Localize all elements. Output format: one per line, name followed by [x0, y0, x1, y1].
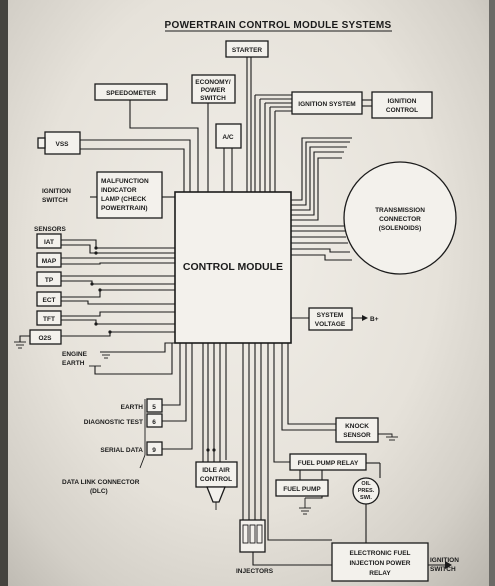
- knock-label-2: SENSOR: [343, 432, 371, 439]
- starter-box: [225, 40, 269, 58]
- vss-plug: [37, 137, 46, 149]
- knock-sensor-box: [335, 417, 379, 443]
- dlc-pin-9-box: [146, 441, 163, 456]
- idle-label-2: CONTROL: [200, 476, 232, 483]
- ignition-switch-b-label-2: SWITCH: [430, 566, 456, 573]
- dlc-name-1: DATA LINK CONNECTOR: [62, 479, 140, 486]
- photo-edge-left: [0, 0, 8, 586]
- dlc-pin-5: 5: [152, 404, 156, 411]
- earth-symbols: [14, 341, 398, 515]
- engine-earth-label-2: EARTH: [62, 360, 85, 367]
- oil-label-1: OIL: [361, 481, 371, 487]
- dlc-pin-9: 9: [152, 447, 156, 454]
- ignition-switch-label-1: IGNITION: [42, 188, 71, 195]
- dlc-diagnostic-label: DIAGNOSTIC TEST: [84, 419, 143, 426]
- sensors-heading: SENSORS: [34, 226, 66, 233]
- transmission-connector-circle: [343, 161, 457, 275]
- system-voltage-label-2: VOLTAGE: [315, 321, 346, 328]
- transmission-label-2: CONNECTOR: [379, 216, 421, 223]
- ignition-switch-b-label-1: IGNITION: [430, 557, 459, 564]
- sensor-map-label: MAP: [42, 258, 57, 265]
- mil-label-2: INDICATOR: [101, 187, 137, 194]
- oil-pressure-switch-circle: [352, 477, 380, 505]
- control-module-box: [174, 191, 292, 344]
- ignition-control-label-2: CONTROL: [386, 107, 418, 114]
- sensor-ect-label: ECT: [43, 297, 56, 304]
- control-module-label: CONTROL MODULE: [183, 261, 283, 273]
- sensor-tft-box: [36, 310, 62, 326]
- system-voltage-label-1: SYSTEM: [317, 312, 344, 319]
- transmission-label-1: TRANSMISSION: [375, 207, 425, 214]
- sensor-tp-label: TP: [45, 277, 54, 284]
- sensor-map-box: [36, 252, 62, 268]
- ignition-system-label: IGNITION SYSTEM: [298, 101, 355, 108]
- dlc-name-2: (DLC): [90, 488, 108, 495]
- economy-label-2: POWER: [201, 87, 226, 94]
- sensor-o2s-box: [29, 329, 62, 345]
- oil-label-3: SWI.: [360, 495, 372, 501]
- economy-label-3: SWITCH: [200, 95, 226, 102]
- sensor-o2s-label: O2S: [38, 335, 52, 342]
- system-voltage-box: [308, 307, 353, 331]
- fuel-pump-label: FUEL PUMP: [283, 486, 321, 493]
- ac-label: A/C: [222, 134, 234, 141]
- diagram-title: POWERTRAIN CONTROL MODULE SYSTEMS: [165, 20, 392, 31]
- sensor-iat-label: IAT: [44, 239, 54, 246]
- ignition-system-box: [291, 91, 363, 115]
- fuel-pump-box: [275, 479, 329, 497]
- ignition-control-box: [371, 91, 433, 119]
- efi-label-3: RELAY: [369, 570, 391, 577]
- sensor-tp-box: [36, 271, 62, 287]
- b-plus-label: B+: [370, 316, 379, 323]
- idle-valve-shape: [206, 486, 226, 503]
- ac-box: [215, 123, 242, 149]
- injectors-label: INJECTORS: [236, 568, 274, 575]
- mil-box: [96, 171, 163, 219]
- mil-label-3: LAMP (CHECK: [101, 196, 147, 203]
- efi-label-1: ELECTRONIC FUEL: [349, 550, 410, 557]
- dlc-earth-label: EARTH: [121, 404, 144, 411]
- photo-edge-right: [489, 0, 495, 586]
- idle-label-1: IDLE AIR: [202, 467, 230, 474]
- mil-label-1: MALFUNCTION: [101, 178, 149, 185]
- fuel-pump-relay-box: [289, 453, 367, 471]
- knock-label-1: KNOCK: [345, 423, 369, 430]
- speedometer-box: [94, 83, 168, 101]
- vss-label: VSS: [55, 141, 69, 148]
- idle-air-control-box: [195, 461, 238, 488]
- sensor-boxes: IAT MAP TP ECT TFT O2S: [29, 233, 62, 345]
- dlc-serial-label: SERIAL DATA: [100, 447, 143, 454]
- mil-label-4: POWERTRAIN): [101, 205, 148, 212]
- sensor-iat-box: [36, 233, 62, 249]
- sensor-tft-label: TFT: [43, 316, 55, 323]
- sensor-ect-box: [36, 291, 62, 307]
- injector-coils: [242, 524, 263, 544]
- dlc-pin-5-box: [146, 398, 163, 413]
- economy-label-1: ECONOMY/: [195, 79, 231, 86]
- transmission-label-3: (SOLENOIDS): [379, 225, 422, 232]
- economy-switch-box: [191, 74, 236, 104]
- ignition-switch-label-2: SWITCH: [42, 197, 68, 204]
- engine-earth-label-1: ENGINE: [62, 351, 88, 358]
- starter-label: STARTER: [232, 47, 263, 54]
- fuel-pump-relay-label: FUEL PUMP RELAY: [298, 460, 359, 467]
- efi-label-2: INJECTION POWER: [349, 560, 410, 567]
- dlc-pin-6: 6: [152, 419, 156, 426]
- data-link-connector: 5 EARTH 6 DIAGNOSTIC TEST 9 SERIAL DATA …: [62, 398, 163, 495]
- efi-power-relay-box: [331, 542, 429, 582]
- oil-label-2: PRES.: [358, 488, 375, 494]
- ignition-control-label-1: IGNITION: [388, 98, 417, 105]
- wiring: [19, 57, 452, 569]
- speedometer-label: SPEEDOMETER: [106, 90, 156, 97]
- dlc-pin-6-box: [146, 413, 163, 428]
